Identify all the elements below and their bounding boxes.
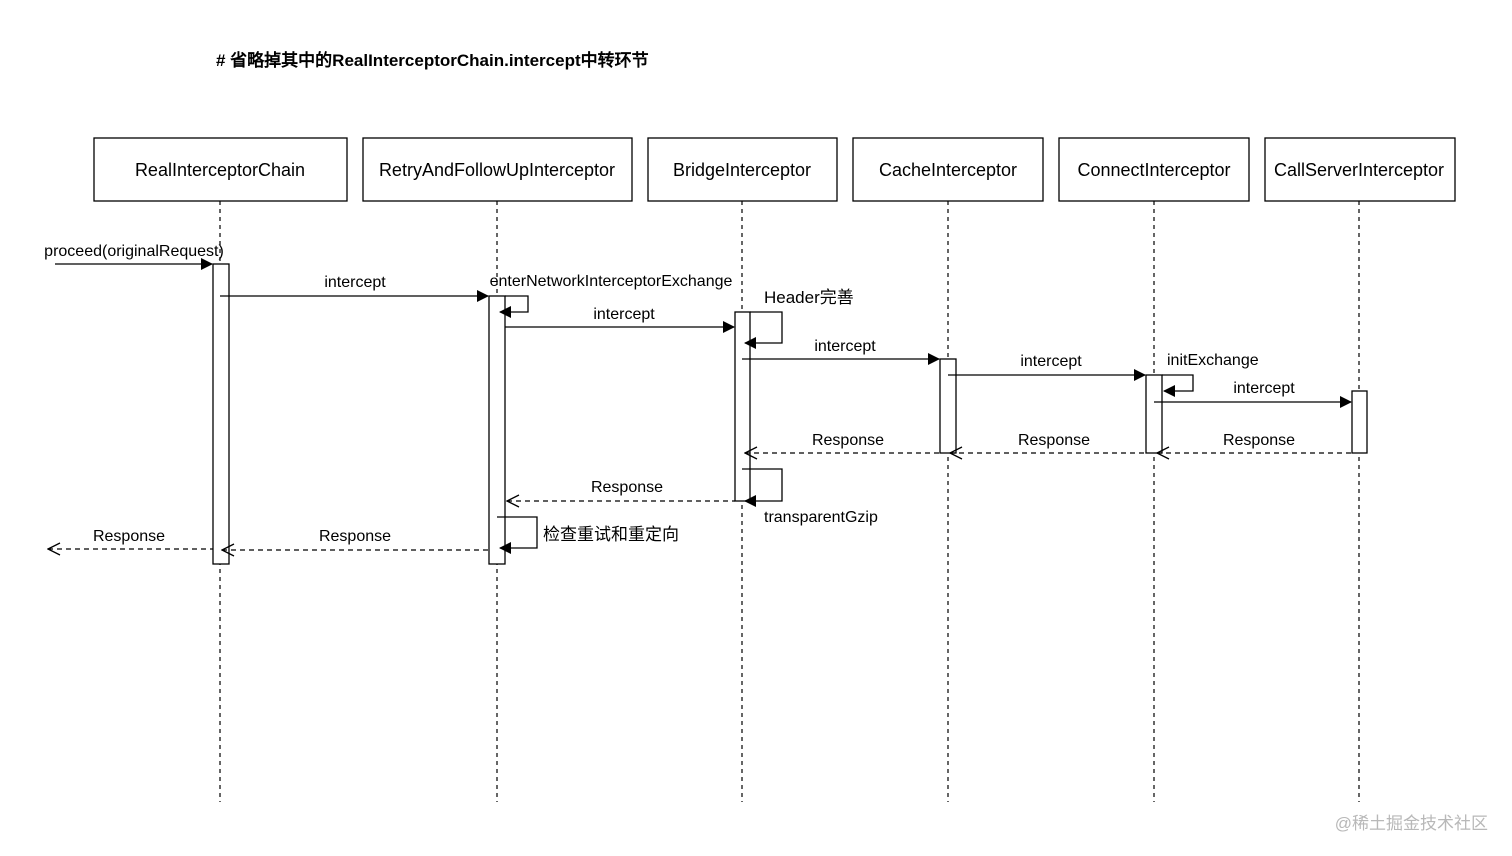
- message-intercept-connect-callserver-label: intercept: [1233, 380, 1295, 397]
- participant-label: CacheInterceptor: [879, 160, 1017, 180]
- message-enter-network-self-arrow: [499, 295, 529, 318]
- participant-connect-interceptor: ConnectInterceptor: [1058, 137, 1250, 202]
- message-init-exchange-self-arrow: [1162, 374, 1194, 397]
- participant-call-server-interceptor: CallServerInterceptor: [1264, 137, 1456, 202]
- message-response-retry-chain-label: Response: [319, 528, 391, 545]
- participant-real-interceptor-chain: RealInterceptorChain: [93, 137, 348, 202]
- activation-callserver: [1351, 390, 1368, 454]
- message-intercept-bridge-cache-label: intercept: [814, 338, 876, 355]
- participant-box: [1058, 137, 1250, 202]
- participant-box: [647, 137, 838, 202]
- participant-bridge-interceptor: BridgeInterceptor: [647, 137, 838, 202]
- activation-retry: [488, 295, 506, 565]
- activation-bridge: [734, 311, 751, 502]
- activation-cache: [939, 358, 957, 454]
- participant-box: [93, 137, 348, 202]
- watermark: @稀土掘金技术社区: [1335, 814, 1488, 833]
- message-intercept-cache-connect-label: intercept: [1020, 353, 1082, 370]
- participant-retry-and-follow-up-interceptor: RetryAndFollowUpInterceptor: [362, 137, 633, 202]
- diagram-heading: # 省略掉其中的RealInterceptorChain.intercept中转…: [216, 50, 649, 70]
- message-response-bridge-retry-label: Response: [591, 479, 663, 496]
- message-header-complete-label: Header完善: [764, 288, 854, 307]
- message-enter-network-label: enterNetworkInterceptorExchange: [490, 273, 733, 290]
- message-retry-check-label: 检查重试和重定向: [543, 525, 679, 544]
- participant-box: [362, 137, 633, 202]
- participant-label: BridgeInterceptor: [673, 160, 811, 180]
- message-response-connect-cache-label: Response: [1018, 432, 1090, 449]
- message-response-chain-out-label: Response: [93, 528, 165, 545]
- participant-label: RetryAndFollowUpInterceptor: [379, 160, 615, 180]
- message-proceed-label: proceed(originalRequest): [44, 243, 224, 260]
- activation-connect: [1145, 374, 1163, 454]
- message-transparent-gzip-label: transparentGzip: [764, 509, 878, 526]
- participant-box: [1264, 137, 1456, 202]
- participant-label: ConnectInterceptor: [1077, 160, 1230, 180]
- message-retry-check-self-arrow: [497, 516, 538, 554]
- participant-label: CallServerInterceptor: [1274, 160, 1444, 180]
- participant-box: [852, 137, 1044, 202]
- message-intercept-chain-retry-label: intercept: [324, 274, 386, 291]
- participant-cache-interceptor: CacheInterceptor: [852, 137, 1044, 202]
- message-transparent-gzip-self-arrow: [742, 468, 783, 507]
- participant-label: RealInterceptorChain: [135, 160, 305, 180]
- activation-chain: [212, 263, 230, 565]
- message-intercept-retry-bridge-label: intercept: [593, 306, 655, 323]
- message-init-exchange-label: initExchange: [1167, 352, 1259, 369]
- message-response-cache-bridge-label: Response: [812, 432, 884, 449]
- message-response-callserver-connect-label: Response: [1223, 432, 1295, 449]
- message-header-complete-self-arrow: [744, 311, 783, 349]
